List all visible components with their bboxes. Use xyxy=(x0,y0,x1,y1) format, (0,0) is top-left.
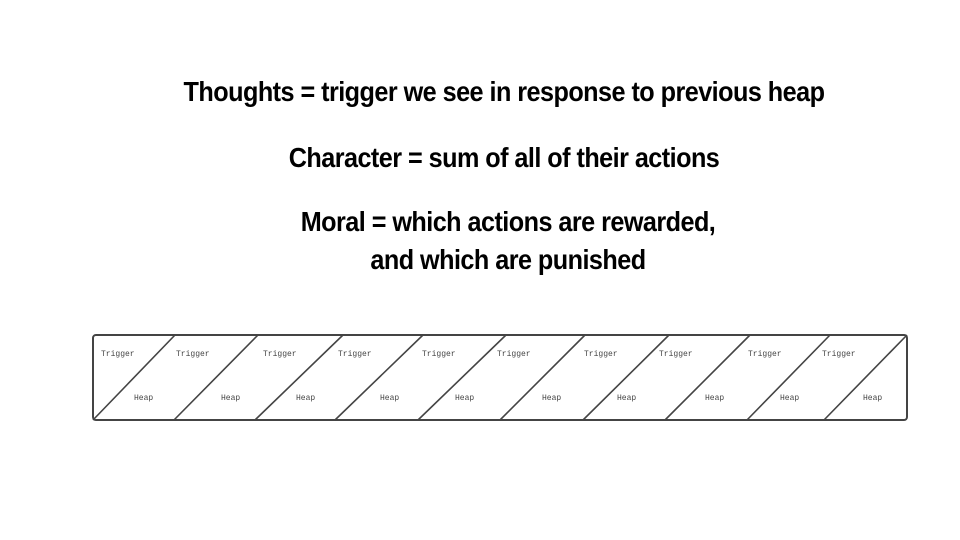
cell-trigger-label: Trigger xyxy=(176,350,210,359)
cell-heap-label: Heap xyxy=(221,394,241,403)
cell-trigger-label: Trigger xyxy=(659,350,693,359)
strip-outline xyxy=(92,334,908,421)
heading-character: Character = sum of all of their actions xyxy=(288,142,720,173)
cell-trigger-label: Trigger xyxy=(748,350,782,359)
cell-heap-label: Heap xyxy=(863,394,883,403)
cell-heap-label: Heap xyxy=(455,394,475,403)
strip-divider-4 xyxy=(334,334,424,421)
cell-heap-label: Heap xyxy=(617,394,637,403)
cell-trigger-label: Trigger xyxy=(497,350,531,359)
cell-heap-label: Heap xyxy=(542,394,562,403)
heading-moral: Moral = which actions are rewarded, and … xyxy=(300,206,716,275)
cell-trigger-label: Trigger xyxy=(101,350,135,359)
strip-divider-1 xyxy=(92,334,176,421)
strip-divider-9 xyxy=(746,334,831,421)
cell-trigger-label: Trigger xyxy=(338,350,372,359)
heading-thoughts: Thoughts = trigger we see in response to… xyxy=(183,76,825,107)
cell-heap-label: Heap xyxy=(134,394,154,403)
strip-divider-10 xyxy=(823,334,908,421)
strip-divider-2 xyxy=(173,334,259,421)
cell-trigger-label: Trigger xyxy=(422,350,456,359)
cell-heap-label: Heap xyxy=(380,394,400,403)
strip-divider-5 xyxy=(417,334,507,421)
cell-heap-label: Heap xyxy=(296,394,316,403)
strip-divider-8 xyxy=(664,334,751,421)
cell-heap-label: Heap xyxy=(780,394,800,403)
cell-trigger-label: Trigger xyxy=(822,350,856,359)
cell-heap-label: Heap xyxy=(705,394,725,403)
cell-trigger-label: Trigger xyxy=(584,350,618,359)
strip-divider-7 xyxy=(582,334,670,421)
strip-divider-6 xyxy=(499,334,586,421)
strip-divider-3 xyxy=(254,334,344,421)
cell-trigger-label: Trigger xyxy=(263,350,297,359)
